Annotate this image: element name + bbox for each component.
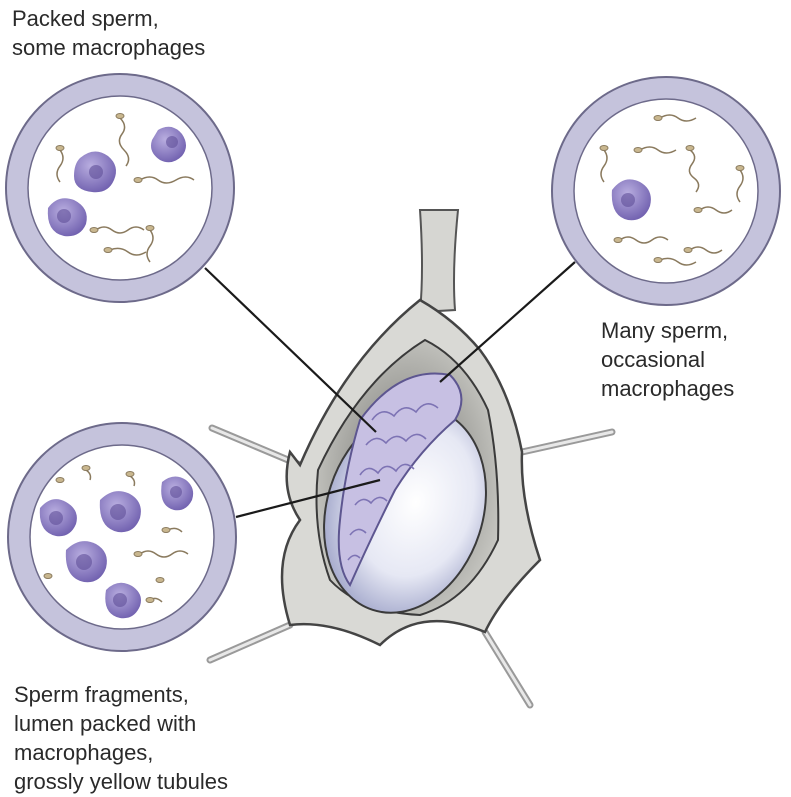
label-line: Many sperm, (601, 318, 729, 343)
label-line: lumen packed with (14, 711, 197, 736)
label-line: macrophages, (14, 740, 154, 765)
spermatic-cord (418, 209, 460, 314)
leader-lines (204, 261, 576, 519)
label-line: occasional (601, 347, 705, 372)
label-sperm-fragments: Sperm fragments, lumen packed with macro… (14, 680, 228, 796)
label-line: grossly yellow tubules (14, 769, 228, 794)
macrophage-icon (611, 179, 651, 221)
macrophage-icon (47, 126, 186, 237)
label-line: macrophages (601, 376, 735, 401)
macrophage-icon (39, 476, 194, 619)
label-line: some macrophages (12, 35, 206, 60)
sperm-icon (56, 117, 195, 263)
epididymis-coils (347, 403, 439, 561)
magnified-view-bottom-left (7, 422, 237, 652)
sperm-icon (600, 114, 744, 266)
magnified-view-top-left (5, 73, 235, 303)
label-many-sperm: Many sperm, occasional macrophages (601, 316, 734, 403)
label-line: Packed sperm, (12, 6, 159, 31)
label-packed-sperm: Packed sperm, some macrophages (12, 4, 205, 62)
magnified-view-right (551, 76, 781, 306)
label-line: Sperm fragments, (14, 682, 189, 707)
